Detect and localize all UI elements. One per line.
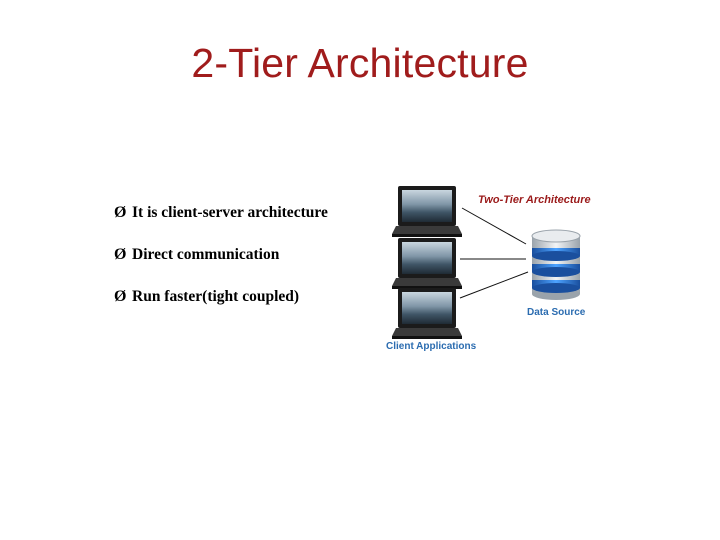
arrow-bullet-icon: Ø bbox=[114, 288, 127, 305]
database-icon bbox=[531, 229, 581, 300]
diagram-title: Two-Tier Architecture bbox=[478, 194, 591, 206]
bullet-text: It is client-server architecture bbox=[132, 204, 328, 221]
slide-title: 2-Tier Architecture bbox=[191, 40, 529, 86]
arrow-bullet-icon: Ø bbox=[114, 246, 127, 263]
laptop-icon bbox=[392, 186, 462, 237]
client-applications-label: Client Applications bbox=[386, 341, 477, 352]
two-tier-diagram: Two-Tier Architecture Data Source Client… bbox=[380, 176, 620, 366]
arrow-bullet-icon: Ø bbox=[114, 204, 127, 221]
laptop-icon bbox=[392, 238, 462, 289]
laptop-icon bbox=[392, 288, 462, 339]
bullet-item: Ø Direct communication bbox=[114, 234, 328, 276]
connection-line bbox=[459, 271, 529, 299]
diagram-graphic bbox=[392, 186, 581, 339]
bullet-text: Direct communication bbox=[132, 246, 280, 263]
data-source-label: Data Source bbox=[527, 307, 586, 318]
bullet-list: Ø It is client-server architecture Ø Dir… bbox=[114, 192, 328, 318]
bullet-item: Ø It is client-server architecture bbox=[114, 192, 328, 234]
bullet-item: Ø Run faster(tight coupled) bbox=[114, 276, 328, 318]
connection-line bbox=[461, 207, 527, 245]
bullet-text: Run faster(tight coupled) bbox=[132, 288, 300, 305]
